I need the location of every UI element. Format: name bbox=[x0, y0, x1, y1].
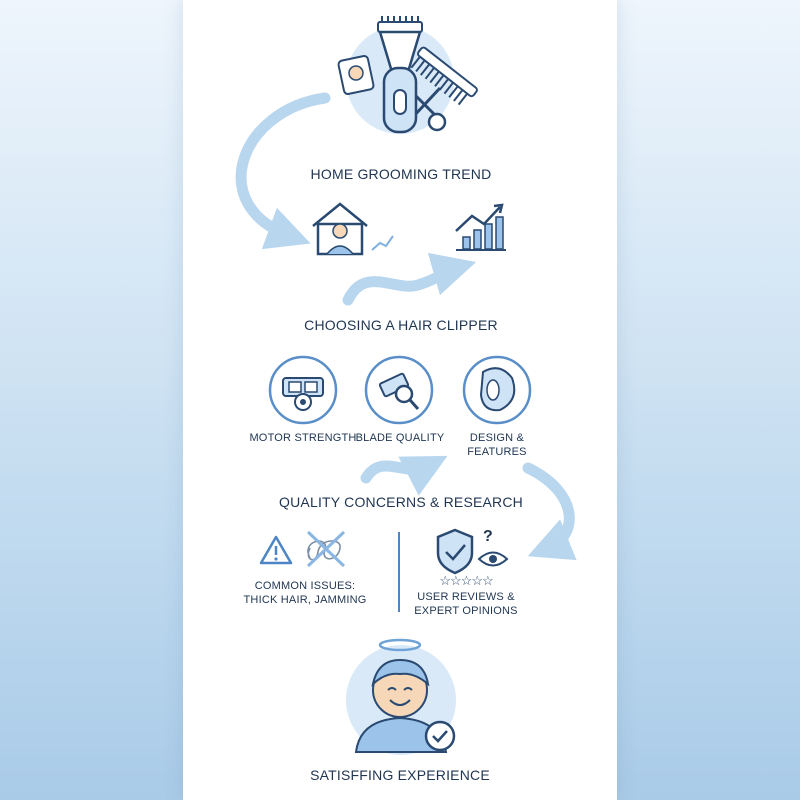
choosing-title: CHOOSING A HAIR CLIPPER bbox=[304, 317, 498, 333]
factor-label-design-line1: DESIGN & bbox=[469, 432, 525, 444]
halo-icon bbox=[378, 638, 422, 652]
reviews-line1: USER REVIEWS & bbox=[417, 591, 515, 603]
bar-chart-up-icon bbox=[455, 203, 506, 251]
portrait-icon bbox=[337, 54, 375, 96]
factor-label-blade: BLADE QUALITY bbox=[355, 432, 445, 444]
result-title: SATISFFING EXPERIENCE bbox=[310, 767, 490, 783]
flow-arrow-2 bbox=[342, 252, 477, 306]
tangled-hair-icon bbox=[306, 530, 346, 568]
comb-icon bbox=[410, 46, 478, 106]
factor-label-design-line2: FEATURES bbox=[467, 446, 527, 458]
flow-arrow-4 bbox=[522, 462, 577, 561]
eye-icon bbox=[477, 551, 509, 567]
check-badge-icon bbox=[424, 720, 456, 752]
hair-clipper-icon bbox=[377, 16, 423, 134]
factor-label-motor: MOTOR STRENGTH bbox=[249, 432, 357, 444]
rating-stars: ☆☆☆☆☆ bbox=[439, 573, 493, 588]
quality-title: QUALITY CONCERNS & RESEARCH bbox=[279, 494, 523, 510]
hero-clipper-illustration bbox=[337, 16, 478, 134]
clipper-head-icon bbox=[462, 355, 532, 425]
warning-icon bbox=[259, 535, 293, 565]
question-mark: ? bbox=[483, 528, 493, 545]
flow-arrow-3 bbox=[360, 455, 448, 496]
issues-line1: COMMON ISSUES: bbox=[254, 580, 356, 592]
house-person-icon bbox=[312, 202, 394, 256]
shield-check-icon bbox=[436, 528, 474, 575]
happy-person-icon bbox=[346, 638, 456, 755]
blade-magnifier-icon bbox=[364, 355, 434, 425]
issues-line2: THICK HAIR, JAMMING bbox=[243, 594, 367, 606]
motor-gear-icon bbox=[268, 355, 338, 425]
flow-arrow-1 bbox=[235, 92, 331, 250]
reviews-line2: EXPERT OPINIONS bbox=[414, 605, 518, 617]
trend-title: HOME GROOMING TREND bbox=[310, 166, 492, 182]
